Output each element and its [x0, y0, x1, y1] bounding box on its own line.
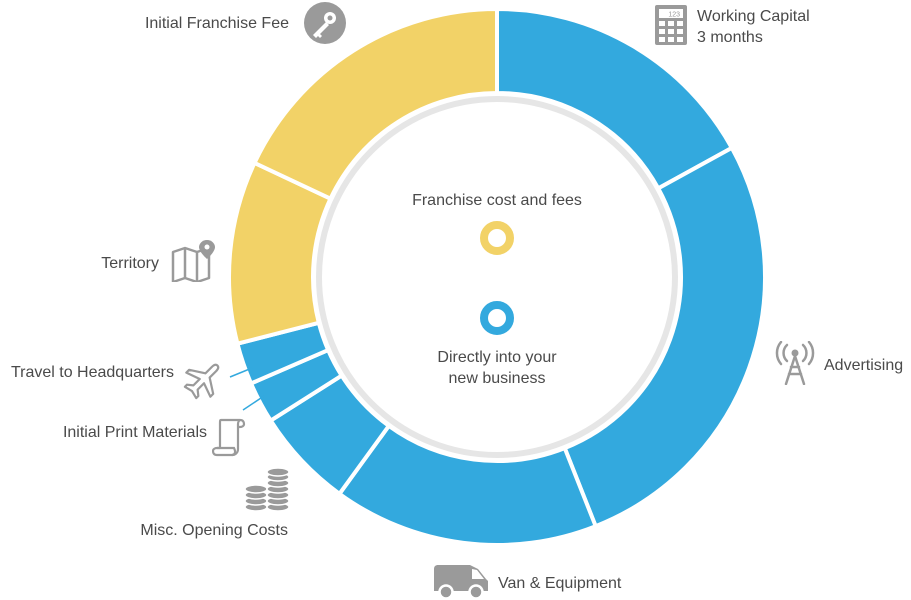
label-travel-to-headquarters: Travel to Headquarters	[11, 364, 174, 382]
legend-direct-text-line2: new business	[448, 370, 546, 387]
legend-franchise-text: Franchise cost and fees	[412, 192, 582, 209]
label-working-capital-sub: 3 months	[697, 29, 763, 46]
label-print-materials-text: Initial Print Materials	[62, 424, 207, 441]
label-territory-text: Territory	[101, 255, 159, 272]
legend-direct-label: Directly into your new business	[397, 347, 597, 389]
leader-lines	[229, 367, 265, 411]
coin-stacks-icon	[244, 467, 292, 513]
key-icon	[300, 0, 350, 48]
leader-line-print-materials	[242, 395, 265, 411]
label-misc-opening-costs: Misc. Opening Costs	[140, 522, 288, 540]
calculator-display-text: 123	[668, 12, 680, 19]
scroll-icon	[212, 415, 246, 457]
label-advertising-text: Advertising	[824, 357, 904, 374]
leader-line-travel	[229, 367, 253, 378]
label-working-capital: Working Capital 3 months	[697, 6, 810, 48]
map-pin-icon	[171, 238, 217, 282]
legend-franchise-label: Franchise cost and fees	[397, 192, 597, 210]
slice-initial-franchise-fee	[252, 7, 499, 201]
calculator-icon: 123	[654, 4, 688, 46]
label-initial-print-materials: Initial Print Materials	[63, 424, 207, 442]
label-initial-franchise-fee: Initial Franchise Fee	[145, 15, 289, 33]
inner-ring	[316, 96, 678, 458]
label-travel-text: Travel to Headquarters	[10, 364, 174, 381]
legend-dot-direct	[480, 301, 514, 335]
label-van-equipment: Van & Equipment	[498, 575, 621, 593]
van-icon	[432, 563, 490, 599]
slice-advertising	[562, 145, 767, 529]
legend-dot-franchise	[480, 221, 514, 255]
label-misc-opening-text: Misc. Opening Costs	[140, 522, 288, 539]
donut-slices	[227, 7, 767, 547]
label-working-capital-text: Working Capital	[697, 8, 810, 25]
airplane-icon	[183, 358, 225, 400]
antenna-tower-icon	[775, 341, 815, 385]
label-van-equipment-text: Van & Equipment	[498, 575, 622, 592]
legend-direct-text-line1: Directly into your	[437, 349, 557, 366]
label-territory: Territory	[101, 255, 159, 273]
label-initial-franchise-fee-text: Initial Franchise Fee	[144, 15, 289, 32]
label-advertising: Advertising	[824, 357, 903, 375]
